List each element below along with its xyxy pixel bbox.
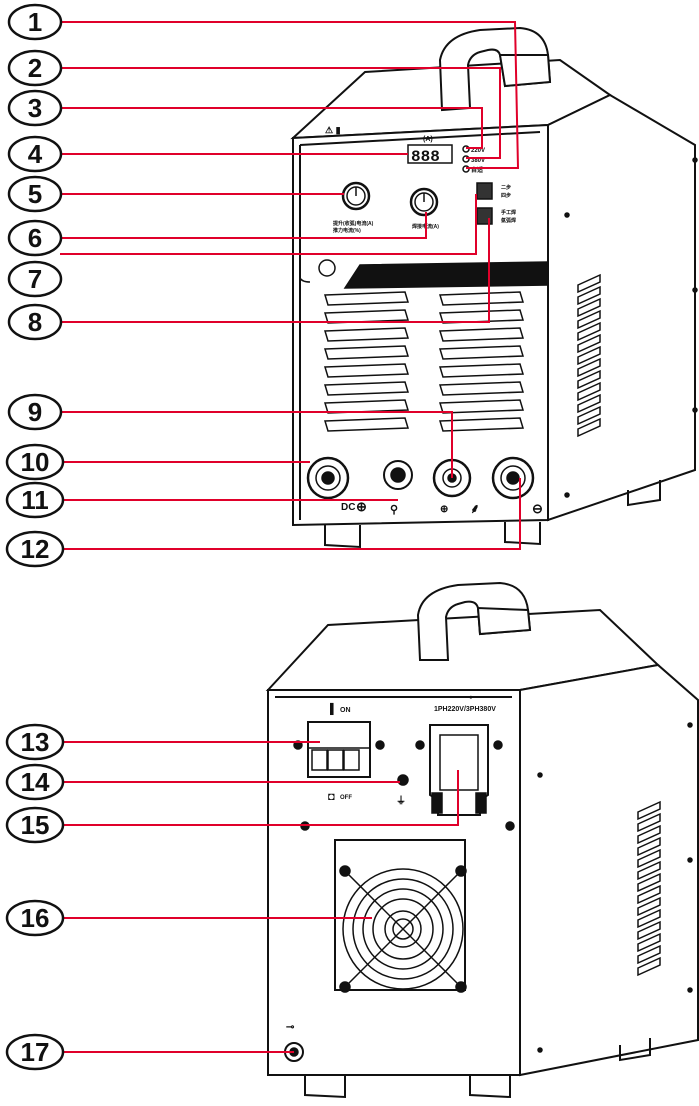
side-vents-front	[577, 273, 601, 438]
svg-text:14: 14	[21, 767, 50, 797]
callout-13: 13	[5, 723, 65, 761]
black-band	[343, 261, 549, 289]
mode-switch-2t4t[interactable]	[476, 182, 493, 200]
front-vents-right	[439, 291, 524, 432]
front-handle	[438, 26, 552, 112]
mode-top-1: 二步	[501, 184, 511, 191]
svg-text:9: 9	[28, 397, 42, 427]
voltage-auto: 自适	[471, 166, 483, 174]
leader-3	[60, 107, 483, 149]
svg-text:12: 12	[21, 534, 50, 564]
control-socket[interactable]	[383, 460, 413, 490]
svg-text:15: 15	[21, 810, 50, 840]
voltage-380v: 380V	[471, 158, 485, 164]
svg-text:⚠ ▮: ⚠ ▮	[325, 125, 341, 135]
torch-icon: ⚲	[390, 504, 398, 516]
callout-9: 9	[7, 393, 63, 431]
mode-bottom-1: 手工焊	[501, 209, 516, 216]
svg-text:17: 17	[21, 1037, 50, 1067]
arc-force-knob[interactable]	[341, 181, 371, 211]
svg-text:1: 1	[28, 7, 42, 37]
svg-text:13: 13	[21, 727, 50, 757]
svg-text:8: 8	[28, 307, 42, 337]
callout-14: 14	[5, 763, 65, 801]
mode-bottom-2: 氩弧焊	[501, 217, 516, 224]
plug-icon: ⊸	[465, 692, 473, 702]
svg-text:7: 7	[28, 264, 42, 294]
svg-text:11: 11	[21, 485, 49, 515]
callout-3: 3	[7, 89, 63, 127]
display-digits: 888	[411, 148, 440, 166]
brand-logo-icon	[318, 259, 336, 277]
callout-10: 10	[5, 443, 65, 481]
knob-left-label-1: 提升(收弧)电流(A)	[333, 220, 374, 227]
gas-icon: ⊕	[440, 504, 448, 515]
rear-on-mark: ▌	[330, 702, 337, 716]
leader-8	[60, 218, 490, 323]
callout-12: 12	[5, 530, 65, 568]
callout-6: 6	[7, 219, 63, 257]
mode-top-2: 四步	[501, 192, 511, 199]
output-plus-symbol: ⊖	[532, 501, 543, 516]
rear-off-mark: ◘	[328, 791, 335, 803]
side-vents-rear	[637, 800, 661, 977]
svg-text:10: 10	[21, 447, 50, 477]
leader-2	[60, 67, 501, 159]
callout-badges: 1 2 3 4 5 6 7 8 9 10 11 12 13 14 15 16 1…	[5, 3, 65, 1071]
leader-6	[60, 212, 427, 239]
gas-inlet-icon: ⊸	[286, 1022, 295, 1033]
callout-1: 1	[7, 3, 63, 41]
rear-handle	[416, 581, 532, 661]
negative-output-socket[interactable]	[306, 456, 350, 500]
welding-current-knob[interactable]	[409, 187, 439, 217]
power-switch[interactable]	[307, 721, 371, 778]
output-minus-symbol: ⊕	[356, 499, 367, 514]
electrode-holder-icon: ⸙	[470, 501, 480, 516]
leader-12	[60, 478, 521, 550]
switch-on-label: ON	[340, 707, 351, 714]
svg-text:3: 3	[28, 93, 42, 123]
svg-text:6: 6	[28, 223, 42, 253]
ground-icon: ⏚	[396, 795, 406, 807]
positive-output-socket[interactable]	[491, 456, 535, 500]
svg-text:2: 2	[28, 53, 42, 83]
callout-11: 11	[5, 481, 65, 519]
leader-7	[60, 194, 477, 255]
leader-1	[60, 21, 520, 169]
callout-7: 7	[7, 260, 63, 298]
callout-8: 8	[7, 303, 63, 341]
rear-machine	[265, 608, 699, 1099]
power-rating: 1PH220V/3PH380V	[434, 706, 496, 713]
svg-text:4: 4	[28, 139, 43, 169]
callout-2: 2	[7, 49, 63, 87]
callout-16: 16	[5, 899, 65, 937]
leader-15	[60, 770, 459, 826]
ground-screw[interactable]	[397, 774, 409, 786]
callout-17: 17	[5, 1033, 65, 1071]
switch-off-label: OFF	[340, 795, 352, 801]
leader-9	[60, 411, 453, 478]
callout-15: 15	[5, 806, 65, 844]
svg-text:16: 16	[21, 903, 50, 933]
cooling-fan	[334, 839, 467, 993]
knob-left-label-2: 推力电流(%)	[333, 227, 361, 234]
callout-5: 5	[7, 175, 63, 213]
front-panel: ⚠ ▮ (A) 888 220V 380V 自适 提升(收弧)电流(A) 推力电…	[299, 125, 698, 516]
leader-lines	[60, 21, 521, 1053]
svg-text:5: 5	[28, 179, 42, 209]
callout-4: 4	[7, 135, 63, 173]
output-minus-label: DC	[341, 502, 355, 513]
front-vents-left	[324, 291, 409, 432]
voltage-220v: 220V	[471, 148, 485, 154]
current-unit: (A)	[423, 136, 433, 143]
